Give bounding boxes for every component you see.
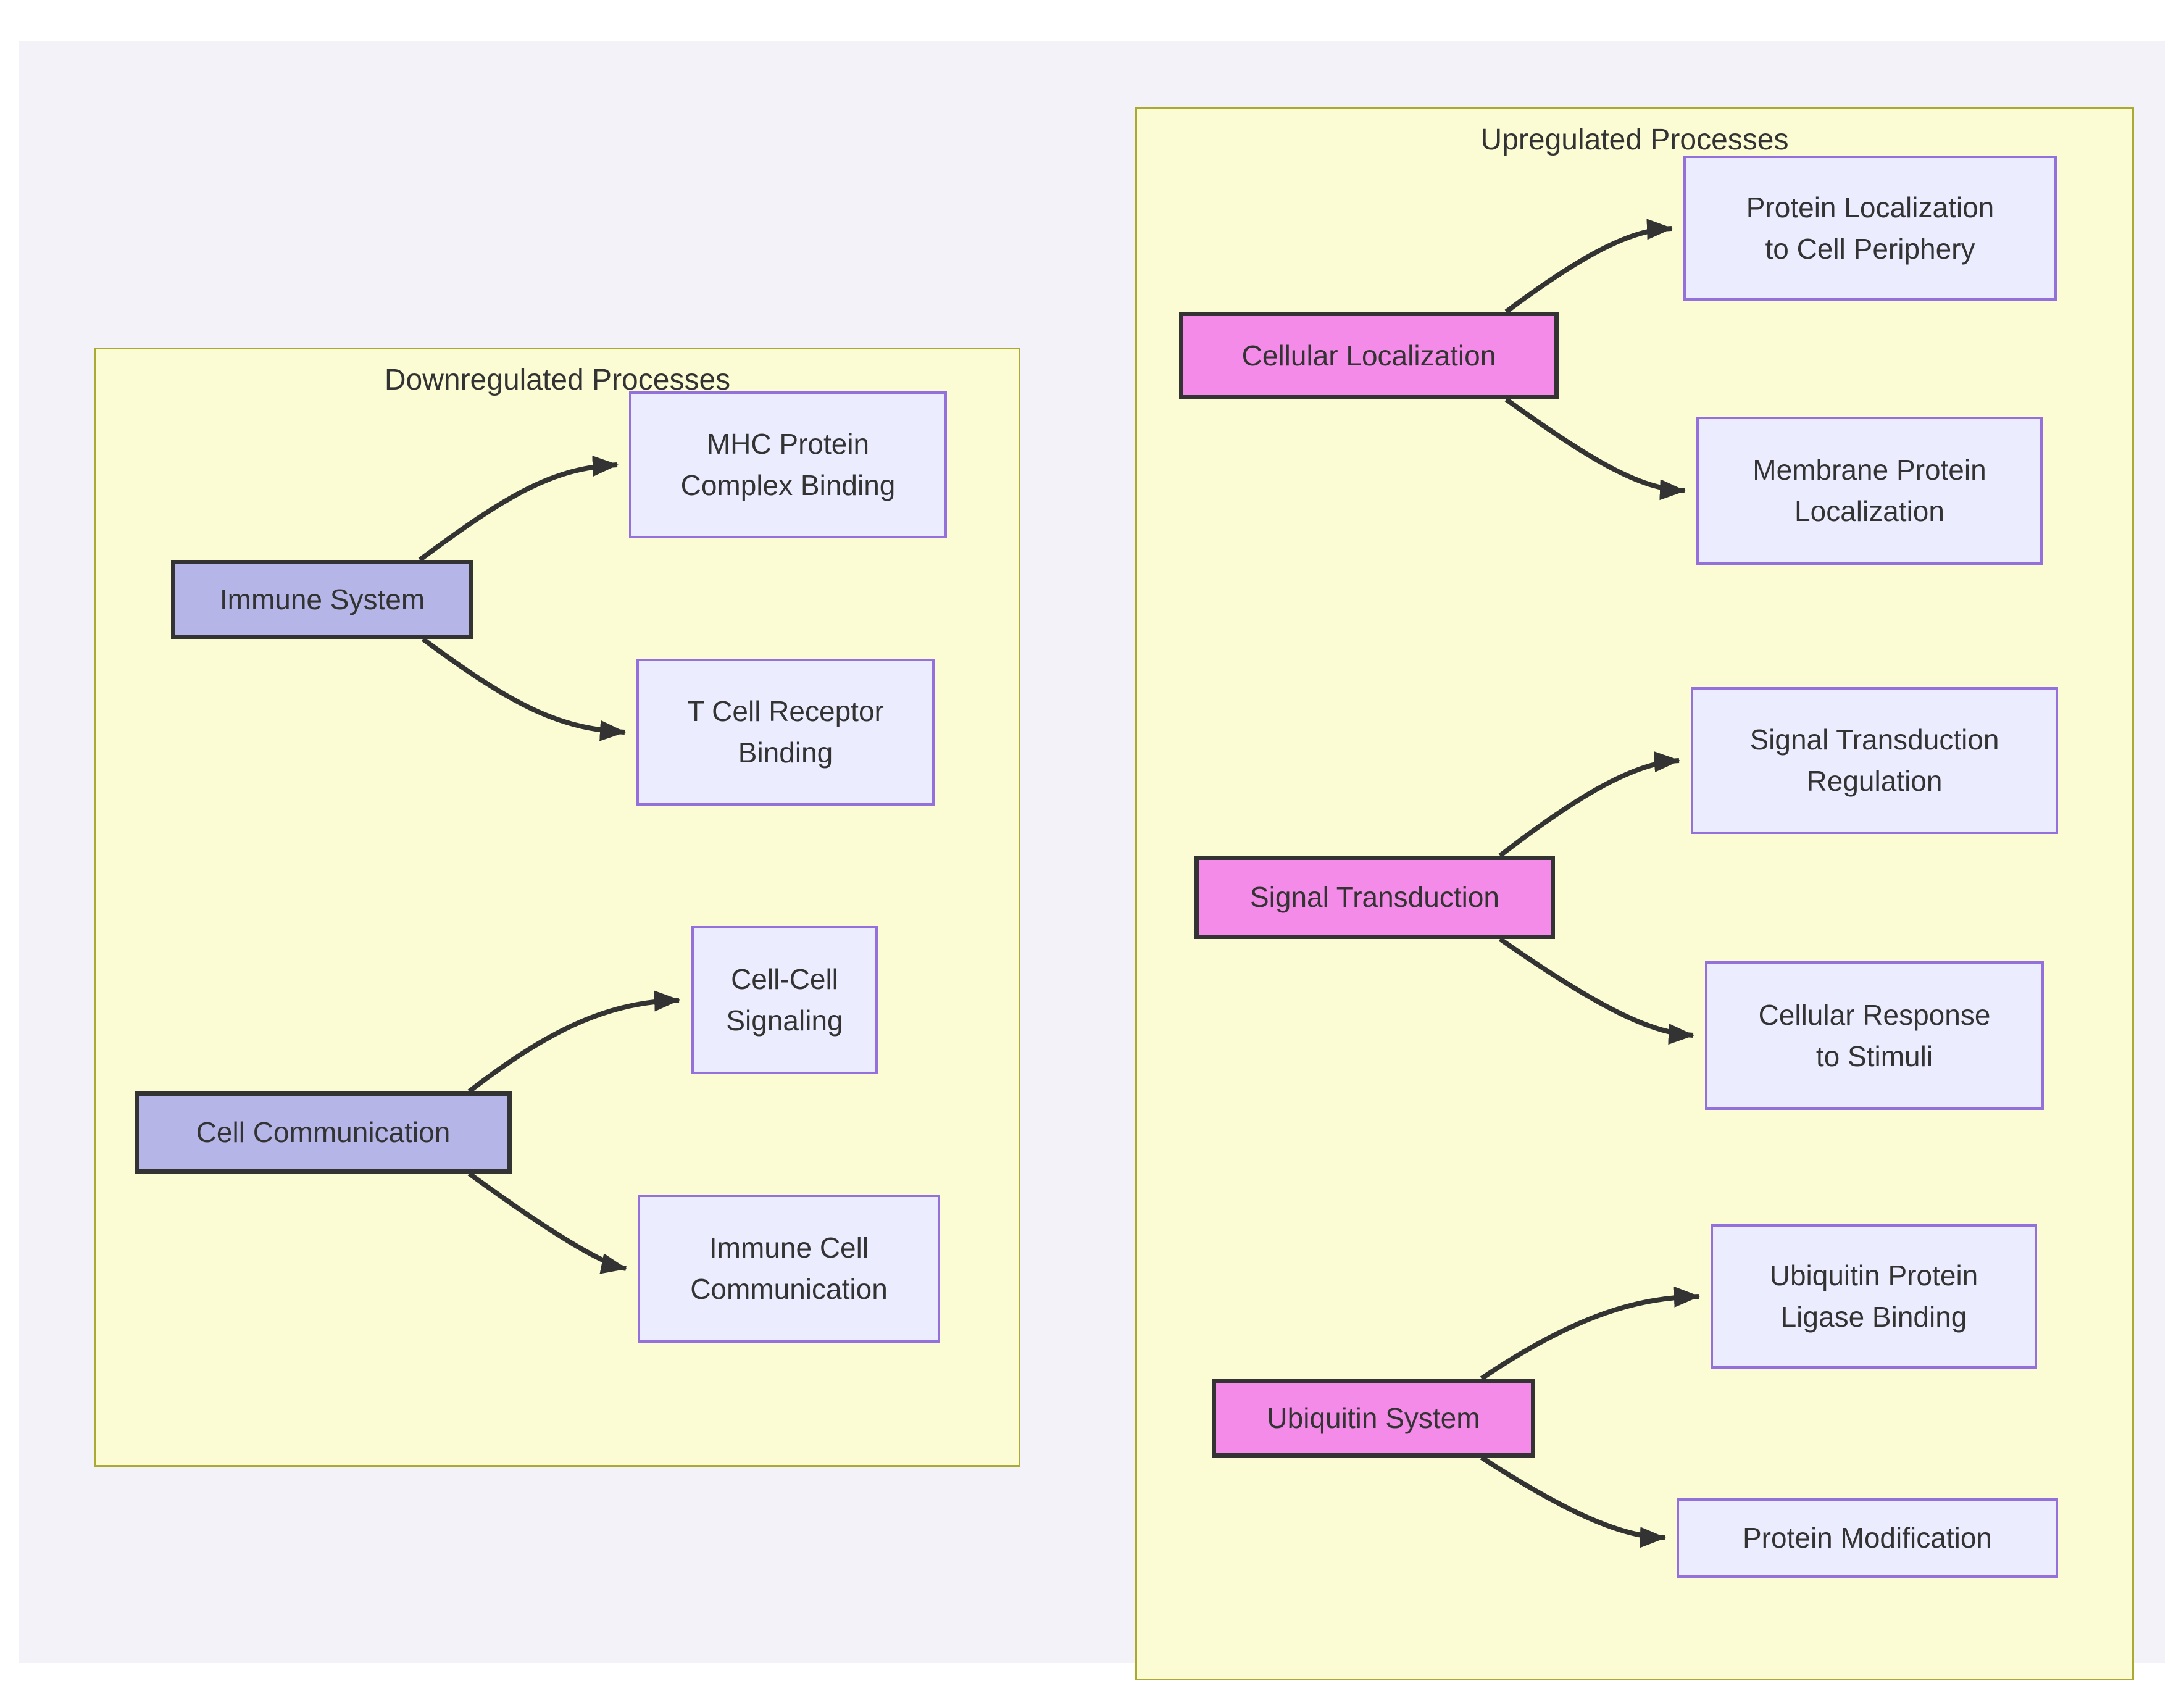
- edge-cell-communication-to-cell-cell-signaling: [467, 990, 680, 1094]
- node-protein-modification: Protein Modification: [1677, 1498, 2058, 1578]
- edge-signal-transduction-to-cellular-response: [1498, 936, 1694, 1045]
- node-t-cell-receptor-binding: T Cell Receptor Binding: [636, 659, 935, 806]
- node-protein-localization-to-cell-periphery: Protein Localization to Cell Periphery: [1683, 156, 2057, 301]
- edge-immune-system-to-tcell-receptor: [421, 636, 626, 741]
- edge-ubiquitin-system-to-ligase-binding: [1480, 1286, 1700, 1381]
- node-mhc-protein-complex-binding: MHC Protein Complex Binding: [629, 391, 947, 538]
- edge-cellular-localization-to-protein-localization: [1504, 219, 1673, 314]
- edge-ubiquitin-system-to-protein-modification: [1480, 1455, 1666, 1548]
- node-signal-transduction-regulation: Signal Transduction Regulation: [1691, 687, 2058, 834]
- edge-cell-communication-to-immune-cell-communication: [467, 1171, 627, 1274]
- node-cellular-localization: Cellular Localization: [1179, 312, 1559, 399]
- node-cell-cell-signaling: Cell-Cell Signaling: [691, 926, 878, 1074]
- edge-signal-transduction-to-regulation: [1498, 751, 1680, 858]
- cluster-title-downregulated: Downregulated Processes: [384, 364, 731, 396]
- node-cell-communication: Cell Communication: [135, 1091, 512, 1174]
- node-membrane-protein-localization: Membrane Protein Localization: [1696, 417, 2043, 565]
- node-immune-system: Immune System: [171, 560, 473, 639]
- node-cellular-response-to-stimuli: Cellular Response to Stimuli: [1705, 961, 2044, 1110]
- edge-cellular-localization-to-membrane-protein: [1504, 397, 1686, 501]
- edge-immune-system-to-mhc: [418, 456, 619, 562]
- cluster-title-upregulated: Upregulated Processes: [1480, 123, 1789, 156]
- node-ubiquitin-protein-ligase-binding: Ubiquitin Protein Ligase Binding: [1711, 1224, 2037, 1369]
- node-ubiquitin-system: Ubiquitin System: [1212, 1379, 1535, 1458]
- node-signal-transduction: Signal Transduction: [1194, 856, 1555, 939]
- node-immune-cell-communication: Immune Cell Communication: [638, 1195, 940, 1343]
